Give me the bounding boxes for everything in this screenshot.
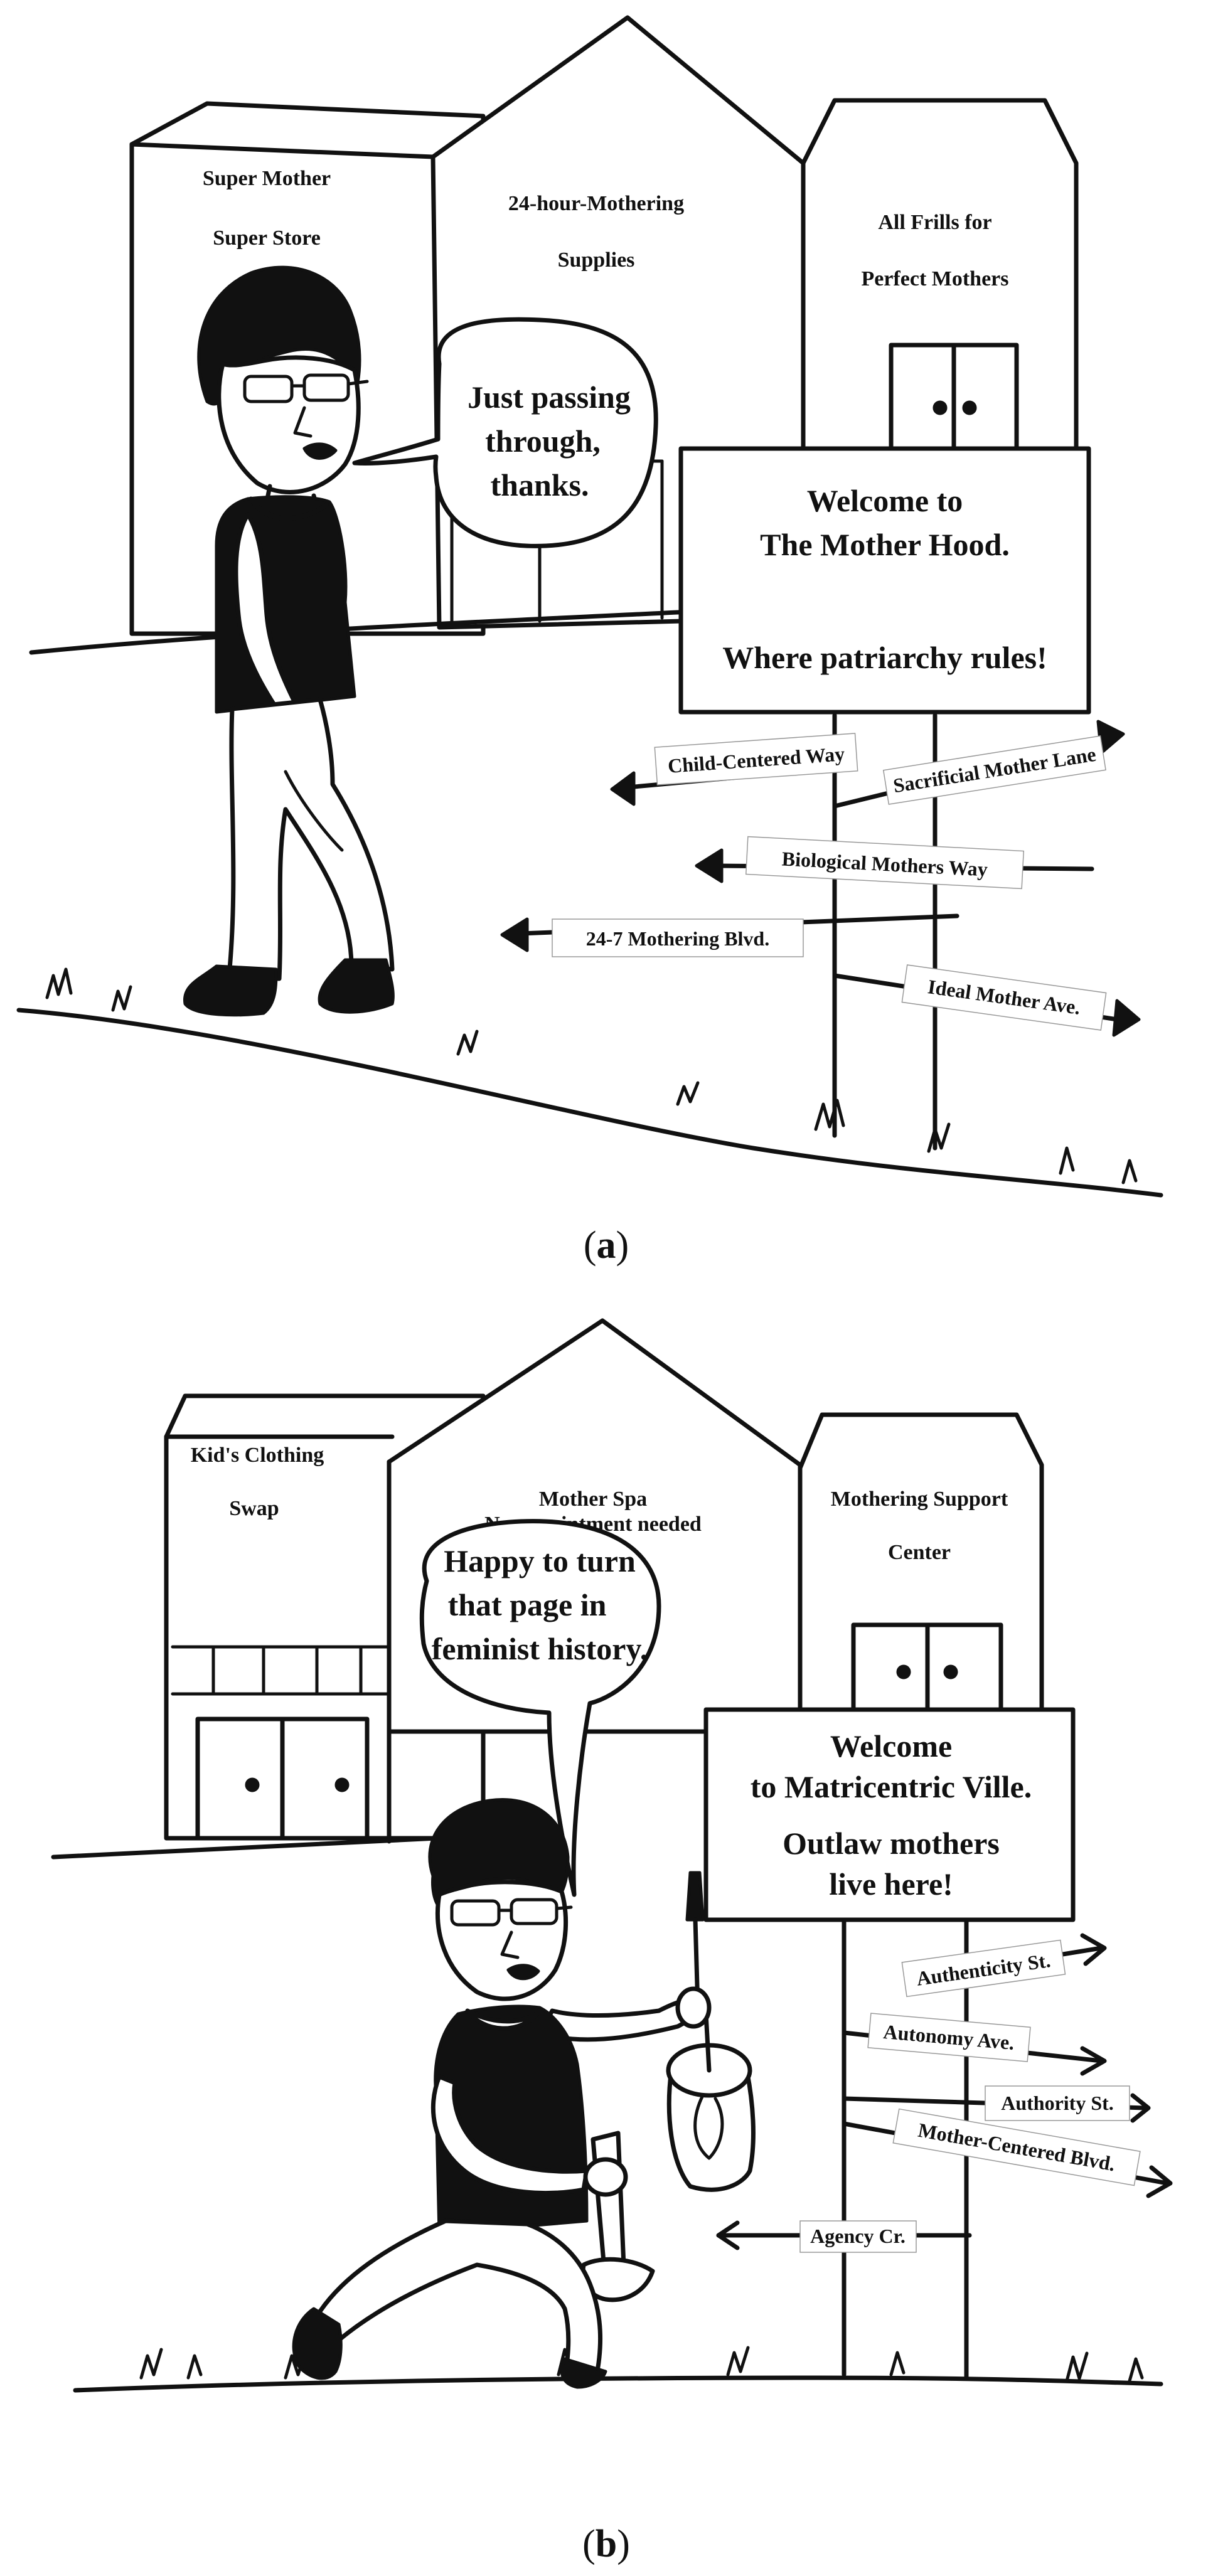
lips [506, 1964, 540, 1981]
grass [456, 1030, 479, 1056]
grass [139, 2348, 163, 2380]
street-sign-agency: Agency Cr. [716, 2220, 972, 2253]
street-sign-authority: Authority St. [842, 2085, 1151, 2123]
glasses-icon [450, 1899, 501, 1927]
speech-line1: Happy to turn [444, 1543, 636, 1578]
grass [814, 1099, 845, 1131]
shoe [318, 958, 395, 1014]
store-label-line2: Center [888, 1541, 951, 1564]
pants [311, 2218, 603, 2380]
glasses-icon [243, 375, 294, 403]
welcome-sign-line2: to Matricentric Ville. [751, 1769, 1032, 1804]
grass [1059, 1146, 1075, 1175]
speech-line3: feminist history. [432, 1631, 648, 1666]
door-knob [943, 1664, 958, 1679]
welcome-sign-line4: live here! [829, 1866, 953, 1902]
street-name: Authority St. [1001, 2092, 1114, 2114]
store-label-mothering-support: Mothering Support Center [831, 1488, 1008, 1564]
store-label-line1: 24-hour-Mothering [508, 192, 684, 215]
lips [302, 442, 338, 460]
welcome-sign [703, 1707, 1076, 1922]
store-label-line1: Mothering Support [831, 1488, 1008, 1511]
speech-bubble: Happy to turn that page in feminist hist… [419, 1519, 661, 1897]
store-label-line2: Perfect Mothers [861, 267, 1008, 290]
store-label-perfect-mothers: All Frills for Perfect Mothers [861, 211, 1008, 290]
horizon-line [29, 609, 693, 655]
grass [889, 2351, 906, 2376]
grass [186, 2354, 203, 2380]
ground-line [16, 1008, 1163, 1198]
street-sign-biological-mothers: Biological Mothers Way [695, 836, 1094, 890]
grass [726, 2346, 750, 2376]
panel-a: Super Mother Super Store 24-hour-Motheri… [16, 15, 1163, 1267]
welcome-sign-line3: Outlaw mothers [783, 1826, 1000, 1861]
speech-line2: through, [485, 423, 601, 459]
street-name: Sacrificial Mother Lane [892, 743, 1098, 797]
grass [1128, 2357, 1144, 2383]
store-label-kids-clothing: Kid's Clothing Swap [191, 1444, 324, 1520]
store-label-line1: Kid's Clothing [191, 1444, 324, 1467]
street-name: Agency Cr. [810, 2225, 906, 2247]
welcome-sign [678, 446, 1091, 715]
store-label-line2: Super Store [213, 226, 321, 250]
grass [676, 1081, 700, 1106]
store-label-line1: Super Mother [203, 167, 331, 190]
grass [1065, 2351, 1089, 2383]
street-sign-autonomy: Autonomy Ave. [842, 2013, 1107, 2076]
door-knob [334, 1777, 350, 1792]
speech-line2: that page in [448, 1587, 607, 1622]
panel-b: Kid's Clothing Swap Mother Spa No appoin… [51, 1318, 1173, 2565]
welcome-sign-line1: Welcome to [807, 483, 963, 518]
panel-caption-b: (b) [582, 2523, 630, 2565]
pants [227, 697, 395, 981]
mother-character-kneeling [292, 1798, 712, 2389]
speech-line1: Just passing [468, 380, 631, 415]
shoe [292, 2307, 343, 2380]
store-label-line1: All Frills for [878, 211, 991, 234]
panel-caption-a: (a) [584, 1224, 629, 1267]
grass [111, 985, 132, 1012]
welcome-sign-line2: The Mother Hood. [760, 527, 1010, 562]
shoe [183, 964, 278, 1017]
store-label-mothering-supplies: 24-hour-Mothering Supplies [508, 192, 684, 272]
store-label-line1: Mother Spa [539, 1488, 647, 1511]
door-knob [962, 400, 977, 415]
speech-line3: thanks. [490, 467, 589, 503]
door-knob [245, 1777, 260, 1792]
door-knob [896, 1664, 911, 1679]
street-sign-ideal-mother: Ideal Mother Ave. [832, 964, 1141, 1037]
welcome-sign-line1: Welcome [830, 1728, 952, 1764]
building-mothering-support [798, 1412, 1044, 1734]
paintbrush-icon [685, 1871, 705, 1922]
door-knob [932, 400, 948, 415]
shoe [560, 2357, 607, 2389]
grass [45, 967, 73, 999]
speech-bubble: Just passing through, thanks. [352, 317, 658, 548]
welcome-sign-line3: Where patriarchy rules! [722, 640, 1047, 675]
grass [927, 1122, 951, 1153]
street-name: 24-7 Mothering Blvd. [586, 927, 769, 950]
arm [430, 2074, 589, 2196]
street-sign-24-7-mothering: 24-7 Mothering Blvd. [500, 913, 959, 957]
street-sign-sacrificial-mother: Sacrificial Mother Lane [832, 720, 1125, 809]
store-label-super-store: Super Mother Super Store [203, 167, 331, 250]
ground-line [73, 2375, 1163, 2393]
mother-character-walking [183, 265, 395, 1017]
store-label-line2: Supplies [558, 248, 635, 272]
street-sign-authenticity: Authenticity St. [901, 1933, 1107, 1998]
store-label-line2: Swap [229, 1497, 279, 1520]
street-sign-mother-centered: Mother-Centered Blvd. [842, 2108, 1173, 2198]
grass [1121, 1159, 1138, 1184]
street-sign-child-centered: Child-Centered Way [610, 733, 858, 806]
